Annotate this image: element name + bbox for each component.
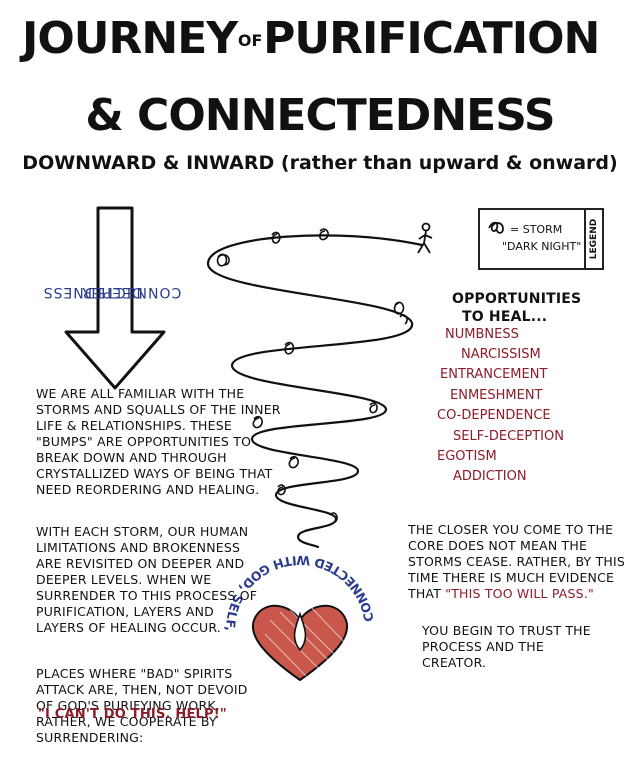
- legend-box: = STORM "DARK NIGHT" LEGEND: [478, 208, 604, 270]
- paragraph-storms: WE ARE ALL FAMILIAR WITH THE STORMS AND …: [36, 386, 281, 497]
- heal-item: ADDICTION: [453, 469, 527, 484]
- page-subtitle: DOWNWARD & INWARD (rather than upward & …: [22, 152, 618, 174]
- legend-label: LEGEND: [589, 218, 599, 260]
- closer-quote: "THIS TOO WILL PASS.": [445, 586, 594, 601]
- page-title-line2: & CONNECTEDNESS: [85, 90, 555, 141]
- arrow-label-line2: CONNECTEDNESS: [42, 284, 182, 300]
- heal-item: EGOTISM: [437, 449, 497, 464]
- opportunities-heading-line2: TO HEAL...: [462, 309, 548, 325]
- opportunities-heading: OPPORTUNITIES TO HEAL...: [452, 290, 602, 326]
- heal-item: ENMESHMENT: [450, 388, 543, 403]
- cry-for-help: "I CAN'T DO THIS. HELP!": [38, 707, 227, 722]
- storm-knot-icon: [488, 221, 504, 234]
- storm-knots: [216, 228, 408, 523]
- downward-arrow-icon: [64, 206, 166, 390]
- heal-item: ENTRANCEMENT: [440, 367, 548, 382]
- walking-figure-icon: [417, 222, 433, 254]
- title-journey: JOURNEY: [22, 13, 238, 64]
- paragraph-bad-spirits: PLACES WHERE "BAD" SPIRITS ATTACK ARE, T…: [36, 666, 248, 745]
- core-heart-diagram: CONNECTED WITH GOD, SELF, OTHERS, ALL OF…: [210, 540, 376, 682]
- paragraph-each-storm: WITH EACH STORM, OUR HUMAN LIMITATIONS A…: [36, 524, 258, 635]
- opportunities-heading-line1: OPPORTUNITIES: [452, 291, 582, 307]
- spiral-diagram: [206, 222, 433, 549]
- spiral-line: [206, 234, 424, 549]
- page-title-line1: JOURNEYOFPURIFICATION: [22, 10, 600, 68]
- paragraph-closer: THE CLOSER YOU COME TO THE CORE DOES NOT…: [408, 522, 628, 602]
- legend-label-box: LEGEND: [584, 210, 602, 268]
- heal-item: SELF-DECEPTION: [453, 429, 564, 444]
- flame-icon: [293, 611, 307, 652]
- title-purification: PURIFICATION: [263, 13, 600, 64]
- closer-text: THE CLOSER YOU COME TO THE CORE DOES NOT…: [408, 522, 626, 601]
- title-of: OF: [237, 31, 263, 50]
- paragraph-trust: YOU BEGIN TO TRUST THE PROCESS AND THE C…: [422, 623, 591, 670]
- heal-item: NARCISSISM: [461, 347, 541, 362]
- legend-storm: = STORM: [510, 223, 563, 236]
- heal-item: NUMBNESS: [445, 327, 519, 342]
- heal-item: CO-DEPENDENCE: [437, 408, 551, 423]
- legend-dark-night: "DARK NIGHT": [502, 240, 582, 253]
